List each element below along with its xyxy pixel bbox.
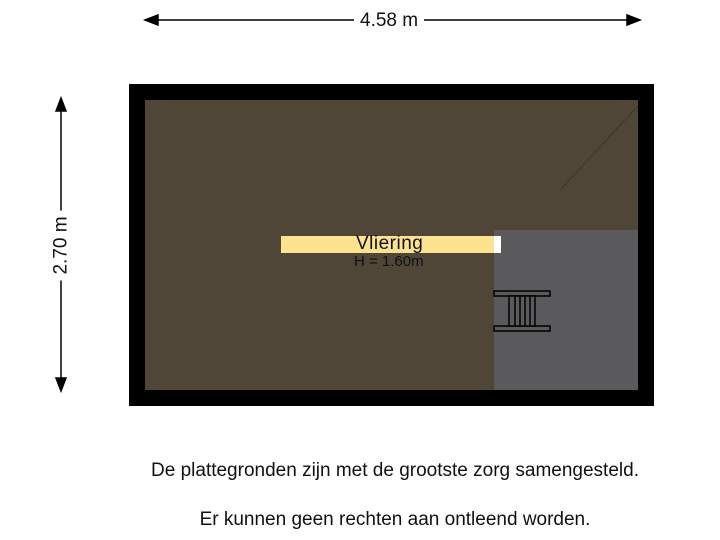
arrow-left-icon: [142, 13, 159, 27]
room-name: Vliering: [356, 233, 424, 254]
height-dimension-label: 2.70 m: [51, 210, 72, 281]
room-label-highlight: [281, 236, 494, 253]
disclaimer-line-2: Er kunnen geen rechten aan ontleend word…: [199, 509, 591, 530]
arrow-right-icon: [626, 13, 643, 27]
room-height-label: H = 1.60m: [354, 253, 424, 270]
disclaimer-line-1: De plattegronden zijn met de grootste zo…: [151, 460, 639, 481]
arrow-down-icon: [54, 377, 68, 394]
stair-ladder-icon: [493, 290, 551, 332]
width-dimension-label: 4.58 m: [354, 11, 425, 30]
arrow-up-icon: [54, 95, 68, 112]
roof-slope-line: [559, 105, 639, 191]
room-label-highlight-end: [494, 236, 501, 253]
